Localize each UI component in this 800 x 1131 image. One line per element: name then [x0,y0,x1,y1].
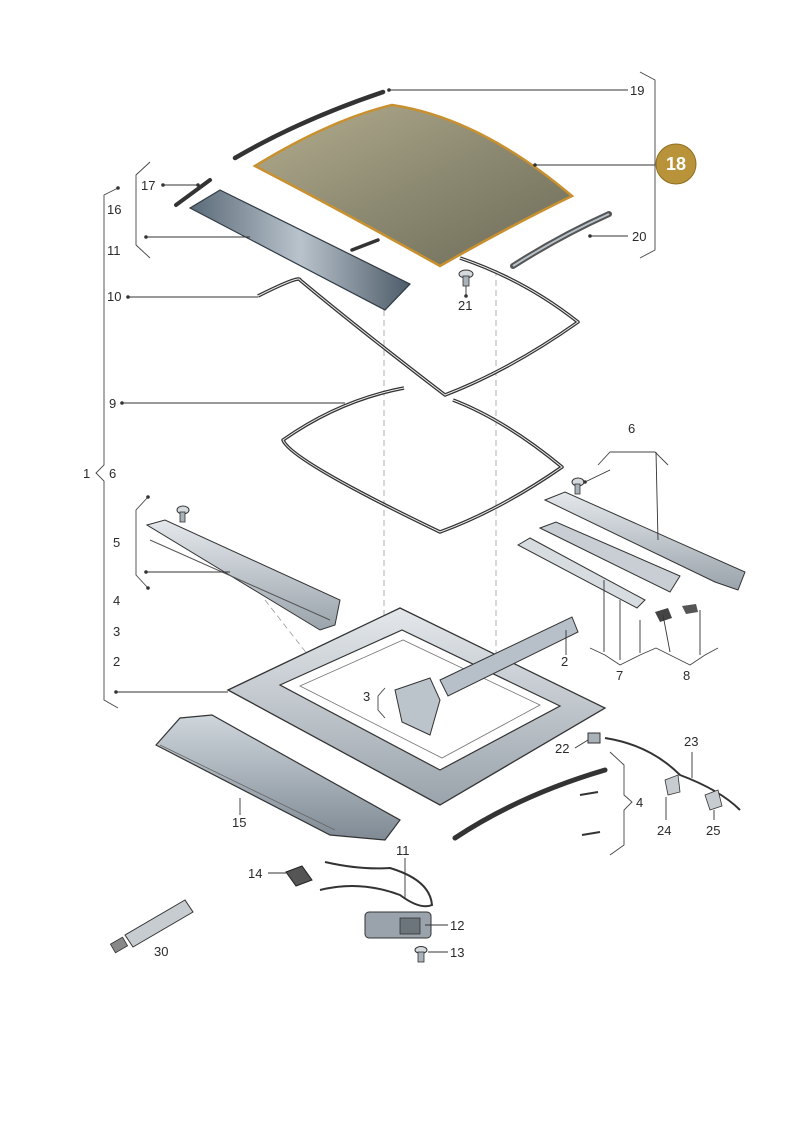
label-3-center: 3 [363,689,370,704]
label-19: 19 [630,83,644,98]
label-9: 9 [109,396,116,411]
label-4-right: 4 [636,795,643,810]
part-clip-strip [350,238,380,252]
label-25: 25 [706,823,720,838]
label-15: 15 [232,815,246,830]
part-12-motor [364,911,432,939]
part-16-rear-panel [188,189,412,311]
label-11-top: 11 [107,243,121,258]
part-5-left-rail [145,505,341,631]
label-21: 21 [458,298,472,313]
part-17-strip [174,178,212,207]
part-20-side-strip [510,211,612,269]
part-14-control-unit [285,865,313,887]
label-24: 24 [657,823,671,838]
part-4-side-strip [452,767,608,841]
leader-lines [95,71,719,953]
callout-18-label: 18 [666,154,686,174]
part-21-screw [458,269,474,287]
label-14: 14 [248,866,262,881]
label-2-right: 2 [561,654,568,669]
leader-dots [114,88,592,694]
label-23: 23 [684,734,698,749]
part-30-grease-tube [109,899,194,954]
part-18-glass-panel [252,103,575,268]
drain-hose-assembly [579,732,741,836]
part-9-seal-ring [281,386,564,534]
label-11-bottom: 11 [396,843,410,858]
label-16: 16 [107,202,121,217]
label-7: 7 [616,668,623,683]
label-8: 8 [683,668,690,683]
label-13: 13 [450,945,464,960]
part-2-cross-rail [439,616,579,697]
part-3-bracket [394,677,441,736]
label-6-left: 6 [109,466,116,481]
label-12: 12 [450,918,464,933]
label-5: 5 [113,535,120,550]
label-17: 17 [141,178,155,193]
part-6-right-rail [543,477,746,591]
part-11-wiring-harness [319,861,434,908]
label-2-left: 2 [113,654,120,669]
label-3-left: 3 [113,624,120,639]
label-10: 10 [107,289,121,304]
part-7-roller-blind [516,521,681,609]
callout-18-badge[interactable] [655,143,697,185]
label-30: 30 [154,944,168,959]
label-1: 1 [83,466,90,481]
label-20: 20 [632,229,646,244]
label-4-left: 4 [113,593,120,608]
part-13-screw [414,946,428,963]
part-labels: 19 17 16 11 20 21 10 9 1 6 6 5 4 3 2 3 2… [83,83,720,960]
part-19-trim-strip [232,89,386,161]
part-8-clips [655,604,698,622]
label-22: 22 [555,741,569,756]
label-6-right: 6 [628,421,635,436]
part-15-wind-deflector [155,714,401,841]
